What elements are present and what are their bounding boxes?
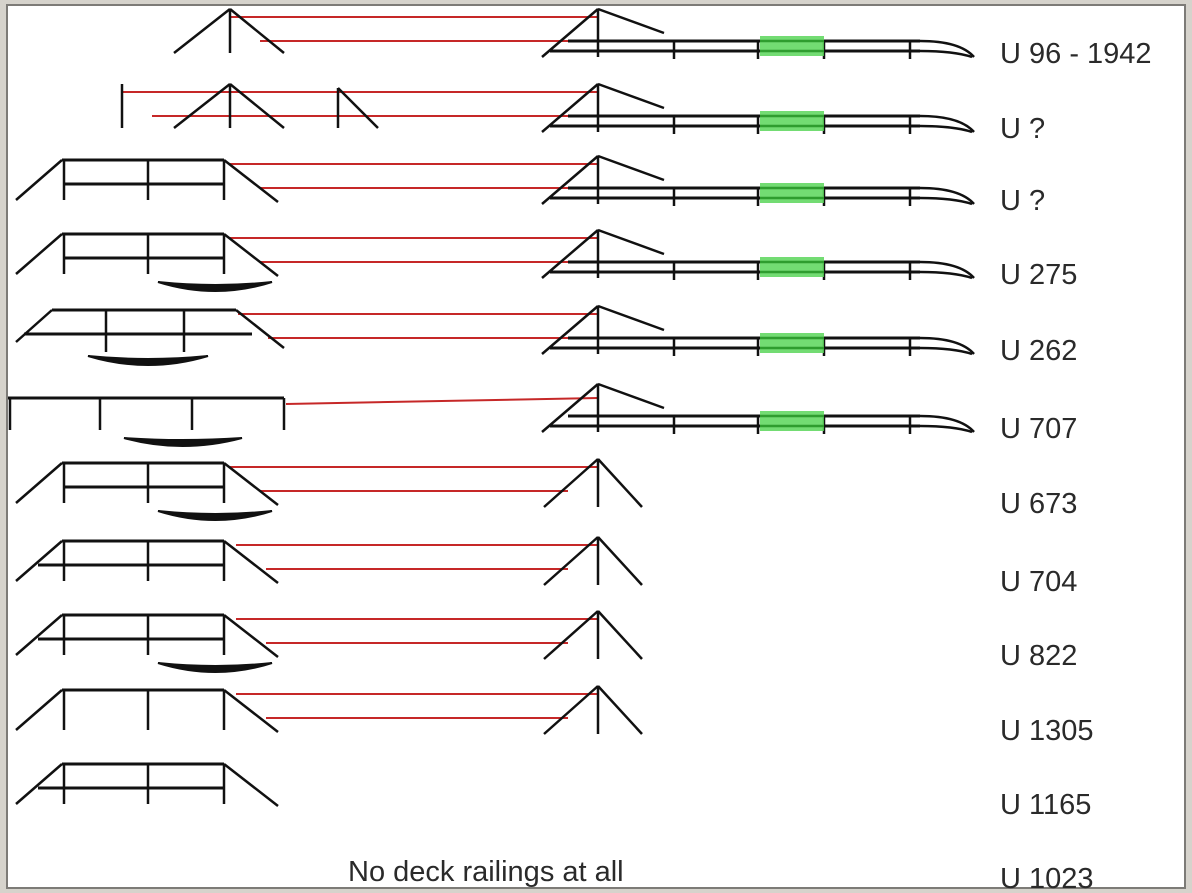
aft-slope [223,614,279,658]
gun-platform [157,281,273,292]
boat-label: U 707 [1000,413,1077,445]
aft-tripod-leg-left [543,685,599,735]
aft-rail-curve [919,124,973,134]
fore-slope [15,309,53,343]
aft-slope [223,763,279,807]
aft-tripod-leg-left [543,536,599,586]
highlight-segment [760,36,824,56]
boat-label: U 262 [1000,335,1077,367]
railing-wire [285,397,599,405]
boat-label: U ? [1000,113,1045,145]
aft-tripod-leg-right [597,536,643,586]
aft-tripod-leg-right [597,685,643,735]
railing-row: U 822 [15,610,1077,673]
fore-slope [15,614,63,656]
aft-rail-curve [919,39,975,58]
aft-tripod-leg-left [541,305,599,355]
aft-rail-curve [919,49,973,59]
boat-label: U 1023 [1000,863,1094,891]
tripod-leg-left [173,83,231,129]
tripod-leg-right [229,8,285,54]
aft-rail-curve [919,336,975,355]
highlight-segment [760,111,824,131]
railing-row: U 707 [8,382,1077,447]
deck-railings-diagram: U 96 - 1942 U ? U ? U 275 U 262 U 707 U 673 U 7… [8,7,1152,891]
aft-brace [597,304,665,332]
railing-row: U ? [15,154,1045,217]
aft-tripod-leg-left [543,458,599,508]
fore-slope [15,763,63,805]
railing-row: U 1305 [15,685,1094,747]
boat-label: U 1305 [1000,715,1094,747]
railing-row: U ? [120,82,1045,145]
brace [337,87,379,129]
aft-tripod-leg-left [541,383,599,433]
railing-row: U 96 - 1942 [173,7,1152,70]
aft-tripod-leg-left [541,8,599,58]
railing-row: U 275 [15,228,1077,292]
aft-brace [597,228,665,256]
railing-row: U 1023 [1000,863,1094,891]
fore-slope [15,462,63,504]
gun-platform [157,662,273,673]
aft-rail-curve [919,414,975,433]
aft-tripod-leg-left [541,229,599,279]
highlight-segment [760,411,824,431]
aft-slope [223,159,279,203]
gun-platform [87,355,209,366]
boat-label: U 275 [1000,259,1077,291]
aft-tripod-leg-right [597,610,643,660]
highlight-segment [760,333,824,353]
diagram-panel: U 96 - 1942 U ? U ? U 275 U 262 U 707 U 673 U 7… [6,4,1186,891]
aft-tripod-leg-left [543,610,599,660]
railing-row: U 704 [15,536,1077,598]
aft-rail-curve [919,196,973,206]
boat-label: U 822 [1000,640,1077,672]
gun-platform [123,437,243,447]
aft-slope [223,462,279,506]
fore-slope [15,233,63,275]
aft-slope [223,689,279,733]
railing-row: U 1165 [15,762,1091,821]
aft-rail-curve [919,346,973,356]
fore-slope [15,689,63,731]
highlight-segment [760,257,824,277]
boat-label: U ? [1000,185,1045,217]
aft-rail-curve [919,424,973,434]
aft-rail-curve [919,186,975,205]
aft-slope [235,309,285,349]
no-railings-note: No deck railings at all [348,856,624,888]
aft-slope [223,540,279,584]
aft-tripod-leg-left [541,83,599,133]
boat-label: U 1165 [1000,789,1091,821]
highlight-segment [760,183,824,203]
boat-label: U 673 [1000,488,1077,520]
tripod-leg-left [173,8,231,54]
railing-row: U 673 [15,458,1077,521]
railing-row: U 262 [15,304,1077,367]
aft-tripod-leg-right [597,458,643,508]
boat-label: U 704 [1000,566,1077,598]
aft-brace [597,7,665,35]
aft-rail-curve [919,114,975,133]
aft-rail-curve [919,270,973,280]
aft-brace [597,154,665,182]
aft-tripod-leg-left [541,155,599,205]
aft-brace [597,382,665,410]
fore-slope [15,540,63,582]
tripod-leg-right [229,83,285,129]
rows-group: U 96 - 1942 U ? U ? U 275 U 262 U 707 U 673 U 7… [8,7,1152,891]
aft-brace [597,82,665,110]
aft-rail-curve [919,260,975,279]
fore-slope [15,159,63,201]
aft-slope [223,233,279,277]
gun-platform [157,510,273,521]
boat-label: U 96 - 1942 [1000,38,1152,70]
